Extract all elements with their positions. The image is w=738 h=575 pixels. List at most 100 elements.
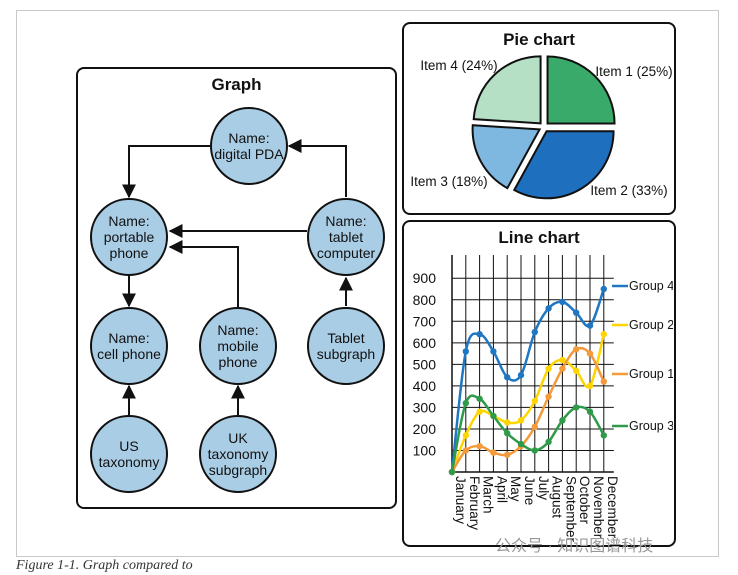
y-tick-label: 500 <box>413 356 437 372</box>
data-point <box>504 430 511 437</box>
data-point <box>559 356 566 364</box>
data-point <box>462 399 469 407</box>
data-point <box>517 440 525 448</box>
graph-node-label: portable <box>104 229 155 245</box>
graph-node-label: Name: <box>108 213 149 229</box>
data-point <box>462 447 469 454</box>
legend-label: Group 1 <box>629 367 673 381</box>
graph-node-label: subgraph <box>209 462 267 478</box>
graph-node-cell: Name:cell phone <box>90 307 168 385</box>
data-point <box>573 367 580 375</box>
y-tick-label: 800 <box>413 292 437 308</box>
graph-title: Graph <box>211 75 262 94</box>
graph-node-label: cell phone <box>97 346 161 362</box>
legend-label: Group 2 <box>629 318 673 332</box>
line-chart: 100200300400500600700800900JanuaryFebrua… <box>413 255 673 543</box>
pie-chart: Item 1 (25%)Item 2 (33%)Item 3 (18%)Item… <box>410 55 673 200</box>
figure-frame <box>16 10 719 557</box>
x-tick-label: May <box>508 476 523 502</box>
graph-node-label: Name: <box>108 330 149 346</box>
graph-node-label: taxonomy <box>208 446 269 462</box>
pie-slice <box>471 124 542 190</box>
data-point <box>545 305 552 312</box>
data-point <box>490 348 497 355</box>
legend-label: Group 3 <box>629 419 673 433</box>
x-tick-label: September <box>563 476 578 543</box>
pie-title: Pie chart <box>503 30 575 49</box>
y-tick-label: 600 <box>413 335 437 351</box>
data-point <box>573 309 580 316</box>
x-tick-label: February <box>467 476 482 530</box>
x-tick-label: January <box>453 476 468 524</box>
data-point <box>504 419 511 426</box>
data-point <box>545 438 552 446</box>
graph-node-label: US <box>119 438 138 454</box>
graph-node-label: Name: <box>228 130 269 146</box>
legend-label: Group 4 <box>629 279 673 293</box>
x-tick-label: October <box>577 476 592 525</box>
data-point <box>559 298 566 306</box>
y-tick-label: 700 <box>413 313 437 329</box>
edge-pda-portable <box>122 145 211 199</box>
pie-slice-label: Item 2 (33%) <box>590 183 667 198</box>
data-point <box>476 442 483 450</box>
data-point <box>517 417 525 424</box>
data-point <box>531 423 538 430</box>
data-point <box>600 285 607 293</box>
data-point <box>531 328 538 336</box>
pie-slice-label: Item 1 (25%) <box>595 64 672 79</box>
data-point <box>600 331 607 338</box>
graph-node-pda: Name:digital PDA <box>210 107 288 185</box>
x-tick-label: June <box>522 476 537 505</box>
data-point <box>462 348 469 355</box>
data-point <box>490 412 497 420</box>
x-tick-label: December <box>605 476 620 539</box>
data-point <box>573 404 580 411</box>
data-point <box>600 378 607 385</box>
data-point <box>559 365 566 372</box>
graph-node-label: subgraph <box>317 346 375 362</box>
graph-node-label: phone <box>110 245 149 261</box>
edge-tablet-pda <box>287 139 347 197</box>
data-point <box>476 331 483 338</box>
data-point <box>504 451 511 458</box>
pie-panel: Pie chart Item 1 (25%)Item 2 (33%)Item 3… <box>402 22 676 215</box>
y-tick-label: 200 <box>413 421 437 437</box>
graph-node-label: mobile <box>217 338 258 354</box>
watermark: 公众号 · 知识图谱科技 <box>495 538 654 555</box>
y-tick-label: 400 <box>413 378 437 394</box>
data-point <box>573 346 580 353</box>
data-point <box>586 408 594 415</box>
data-point <box>490 449 497 456</box>
data-point <box>531 447 538 454</box>
pie-slice <box>546 55 616 125</box>
graph-node-label: tablet <box>329 229 363 245</box>
data-point <box>531 397 538 405</box>
graph-node-label: phone <box>219 354 258 370</box>
data-point <box>586 350 594 357</box>
pie-slice <box>512 130 615 200</box>
data-point <box>517 371 525 379</box>
data-point <box>545 365 552 372</box>
data-point <box>586 322 594 329</box>
data-point <box>600 432 607 439</box>
series-line <box>450 346 605 473</box>
graph-node-label: computer <box>317 245 376 261</box>
x-tick-label: April <box>494 476 509 503</box>
graph-node-label: UK <box>228 430 248 446</box>
data-point <box>476 408 483 415</box>
pie-slice <box>472 55 542 125</box>
x-tick-label: July <box>536 476 551 500</box>
graph-diagram: Name:digital PDAName:portablephoneName:t… <box>90 107 385 493</box>
y-tick-label: 300 <box>413 399 437 415</box>
data-point <box>462 432 469 439</box>
data-point <box>476 395 483 402</box>
data-point <box>448 468 456 476</box>
